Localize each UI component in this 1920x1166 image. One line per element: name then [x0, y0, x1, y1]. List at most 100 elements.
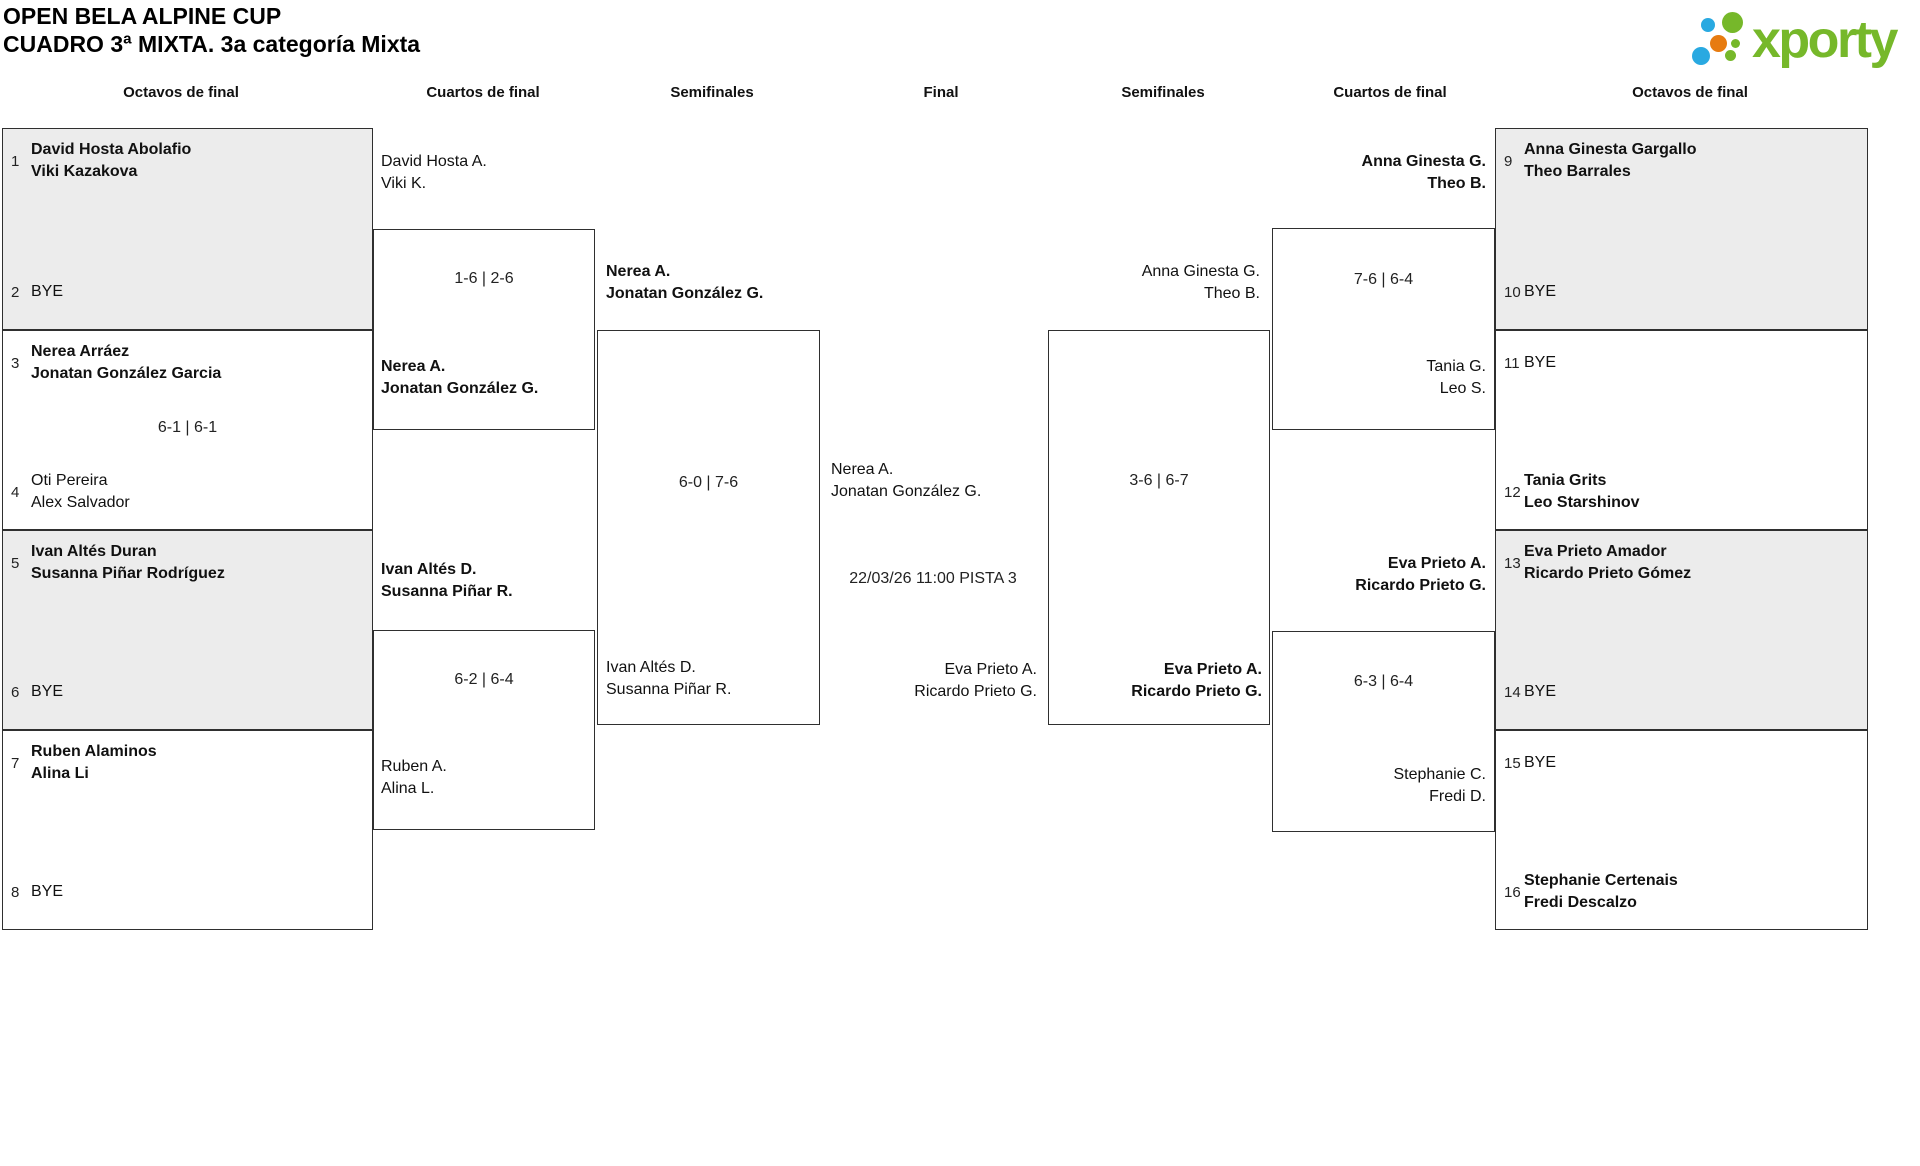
seed-number: 8	[11, 883, 20, 901]
seed-number: 13	[1504, 554, 1521, 572]
match-box-qf-left-1	[373, 229, 595, 430]
participant-name-line: Ivan Altés D.	[381, 561, 477, 578]
round-header-octavos-right: Octavos de final	[1632, 84, 1748, 101]
logo-dot-blue-small	[1701, 18, 1715, 32]
participant-name-line: Nerea Arráez	[31, 343, 130, 360]
participant-name-line: Anna Ginesta Gargallo	[1524, 141, 1697, 158]
participant-name-line: Fredi D.	[1429, 788, 1486, 805]
seed-number: 6	[11, 683, 20, 701]
participant-name-line: BYE	[31, 283, 64, 300]
sf-left-score: 6-0 | 7-6	[678, 474, 739, 491]
participant-name-line: Anna Ginesta G.	[1141, 263, 1260, 280]
participant-name-line: Theo B.	[1427, 175, 1486, 192]
participant-name-line: BYE	[1524, 683, 1557, 700]
participant-name-line: Fredi Descalzo	[1524, 894, 1637, 911]
participant-name-line: Stephanie Certenais	[1524, 872, 1678, 889]
participant-name-line: Ruben Alaminos	[31, 743, 157, 760]
match-score: 6-1 | 6-1	[157, 419, 218, 436]
seed-number: 3	[11, 354, 20, 372]
round-header-cuartos-left: Cuartos de final	[426, 84, 540, 101]
qf-right-2-bottom-team: Stephanie C. Fredi D.	[1266, 764, 1486, 808]
participant-name-line: Viki Kazakova	[31, 163, 138, 180]
participant-name-line: Theo Barrales	[1524, 163, 1631, 180]
seed-number: 2	[11, 283, 20, 301]
participant-name-line: Tania G.	[1426, 358, 1486, 375]
participant-name-line: Nerea A.	[831, 461, 894, 478]
qf-left-1-bottom-team: Nerea A. Jonatan González G.	[381, 356, 538, 400]
participant-row: 2 BYE	[11, 270, 366, 314]
qf-right-1-score: 7-6 | 6-4	[1353, 271, 1414, 288]
participant-name-line: Oti Pereira	[31, 472, 108, 489]
participant-name-line: Nerea A.	[381, 358, 446, 375]
participant-row: 10 BYE	[1504, 270, 1861, 314]
qf-right-2-top-team: Eva Prieto A. Ricardo Prieto G.	[1266, 553, 1486, 597]
logo-dot-green-mid	[1731, 39, 1740, 48]
participant-name-line: Eva Prieto A.	[944, 661, 1038, 678]
match-box-sf-left	[597, 330, 820, 725]
participant-name-line: Jonatan González Garcia	[31, 365, 222, 382]
participant-name-line: Ivan Altés D.	[606, 659, 696, 676]
seed-number: 12	[1504, 483, 1521, 501]
participant-name-line: Eva Prieto Amador	[1524, 543, 1667, 560]
round-header-semis-right: Semifinales	[1121, 84, 1205, 101]
participant-name-line: Leo Starshinov	[1524, 494, 1640, 511]
participant-name-line: BYE	[31, 883, 64, 900]
participant-name-line: Alina Li	[31, 765, 89, 782]
participant-name-line: Ivan Altés Duran	[31, 543, 157, 560]
participant-name-line: BYE	[1524, 354, 1557, 371]
sf-right-score: 3-6 | 6-7	[1129, 472, 1189, 489]
participant-name-line: Eva Prieto A.	[1387, 555, 1486, 572]
round-header-octavos-left: Octavos de final	[123, 84, 239, 101]
seed-number: 9	[1504, 152, 1513, 170]
qf-right-1-top-team: Anna Ginesta G. Theo B.	[1266, 151, 1486, 195]
participant-name-line: David Hosta A.	[381, 153, 487, 170]
round-header-cuartos-right: Cuartos de final	[1333, 84, 1447, 101]
logo-dot-green-large	[1722, 12, 1743, 33]
participant-name-line: BYE	[31, 683, 64, 700]
participant-name-line: Ricardo Prieto G.	[914, 683, 1037, 700]
seed-number: 11	[1504, 354, 1520, 372]
participant-row: 6 BYE	[11, 670, 366, 714]
page-title: OPEN BELA ALPINE CUP CUADRO 3ª MIXTA. 3a…	[3, 2, 420, 58]
sf-right-top-team: Anna Ginesta G. Theo B.	[1040, 261, 1260, 305]
participant-name-line: Susanna Piñar R.	[606, 681, 732, 698]
final-schedule: 22/03/26 11:00 PISTA 3	[849, 570, 1017, 587]
seed-number: 10	[1504, 283, 1521, 301]
xporty-logo[interactable]: xporty	[1678, 4, 1920, 74]
participant-name-line: Susanna Piñar R.	[381, 583, 513, 600]
participant-name-line: Alina L.	[381, 780, 435, 797]
qf-right-2-score: 6-3 | 6-4	[1353, 673, 1414, 690]
round-header-semis-left: Semifinales	[670, 84, 754, 101]
participant-row: 14 BYE	[1504, 670, 1861, 714]
qf-left-2-bottom-team: Ruben A. Alina L.	[381, 756, 447, 800]
logo-dot-green-small	[1725, 50, 1736, 61]
participant-name-line: Eva Prieto A.	[1163, 661, 1262, 678]
participant-name-line: Jonatan González G.	[831, 483, 982, 500]
participant-name-line: Leo S.	[1439, 380, 1486, 397]
seed-number: 16	[1504, 883, 1521, 901]
participant-row: 8 BYE	[11, 870, 366, 914]
participant-name-line: Jonatan González G.	[606, 285, 764, 302]
final-left-team: Nerea A. Jonatan González G.	[831, 459, 981, 503]
participant-name-line: Anna Ginesta G.	[1361, 153, 1486, 170]
participant-name-line: Stephanie C.	[1393, 766, 1486, 783]
sf-left-bottom-team: Ivan Altés D. Susanna Piñar R.	[606, 657, 731, 701]
tournament-name: OPEN BELA ALPINE CUP	[3, 3, 282, 29]
